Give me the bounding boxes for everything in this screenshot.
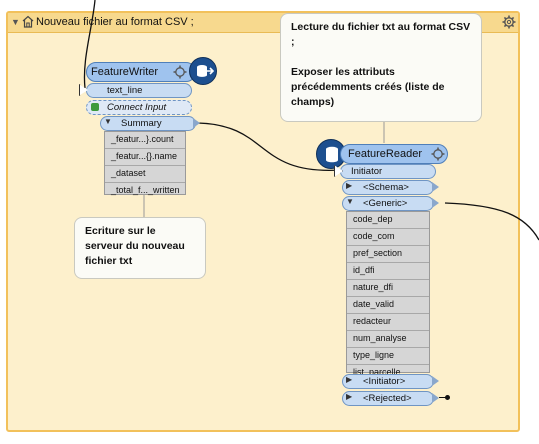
initiator-output-arrow-icon xyxy=(432,376,439,386)
bookmark-gear-icon[interactable] xyxy=(502,15,516,29)
featurereader-attribute-list: code_dep code_com pref_section id_dfi na… xyxy=(346,211,430,377)
attribute-item: num_analyse xyxy=(347,331,429,348)
input-port-arrow-icon xyxy=(80,85,88,95)
initiator-output-expand-icon[interactable]: ▶ xyxy=(346,375,353,384)
attribute-item: list_parcelle xyxy=(353,367,401,377)
summary-output-arrow-icon xyxy=(193,118,200,128)
rejected-expand-icon[interactable]: ▶ xyxy=(346,392,353,401)
attribute-item: date_valid xyxy=(347,297,429,314)
generic-expand-icon[interactable]: ▼ xyxy=(346,197,354,206)
attribute-item: nature_dfi xyxy=(347,280,429,297)
featurewriter-gear-icon[interactable] xyxy=(173,65,187,79)
home-icon xyxy=(22,15,34,28)
rejected-output-arrow-icon xyxy=(432,393,439,403)
featurewriter-summary-port[interactable]: Summary xyxy=(100,116,196,131)
generic-output-arrow-icon xyxy=(432,198,439,208)
featurereader-schema-port[interactable]: <Schema> xyxy=(342,180,434,195)
reader-annotation[interactable]: Lecture du fichier txt au format CSV ; E… xyxy=(280,13,482,122)
connect-input-icon xyxy=(91,103,99,111)
featurereader-initiator-output-port[interactable]: <Initiator> xyxy=(342,374,434,389)
attribute-item: id_dfi xyxy=(347,263,429,280)
attribute-item: code_com xyxy=(347,229,429,246)
featurereader-generic-port[interactable]: <Generic> xyxy=(342,196,434,211)
writer-annotation[interactable]: Ecriture sur le serveur du nouveau fichi… xyxy=(74,217,206,279)
attribute-item: _total_f..._written xyxy=(111,185,180,195)
featurewriter-attribute-list: _featur...}.count _featur...{}.name _dat… xyxy=(104,131,186,195)
featurewriter-connect-input[interactable]: Connect Input xyxy=(86,100,192,115)
attribute-item: _dataset xyxy=(105,166,185,183)
attribute-item: type_ligne xyxy=(347,348,429,365)
featurereader-gear-icon[interactable] xyxy=(431,147,445,161)
featurereader-header[interactable] xyxy=(340,144,448,164)
featurereader-rejected-port[interactable]: <Rejected> xyxy=(342,391,434,406)
schema-output-arrow-icon xyxy=(432,182,439,192)
rejected-endpoint-dot-icon xyxy=(445,395,450,400)
featurereader-input-initiator[interactable]: Initiator xyxy=(340,164,436,179)
attribute-item: _featur...}.count xyxy=(105,132,185,149)
bookmark-title: Nouveau fichier au format CSV ; xyxy=(36,16,194,28)
attribute-item: _featur...{}.name xyxy=(105,149,185,166)
rejected-connection-stub xyxy=(439,397,447,398)
attribute-item: redacteur xyxy=(347,314,429,331)
featurewriter-title: FeatureWriter xyxy=(91,66,159,78)
attribute-item: pref_section xyxy=(347,246,429,263)
collapse-triangle-icon[interactable]: ▼ xyxy=(11,17,20,27)
featurereader-title: FeatureReader xyxy=(348,148,422,160)
featurewriter-badge-icon xyxy=(189,57,217,85)
schema-expand-icon[interactable]: ▶ xyxy=(346,181,353,190)
attribute-item: code_dep xyxy=(347,212,429,229)
summary-expand-icon[interactable]: ▼ xyxy=(104,117,112,126)
featurewriter-input-text-line[interactable]: text_line xyxy=(86,83,192,98)
